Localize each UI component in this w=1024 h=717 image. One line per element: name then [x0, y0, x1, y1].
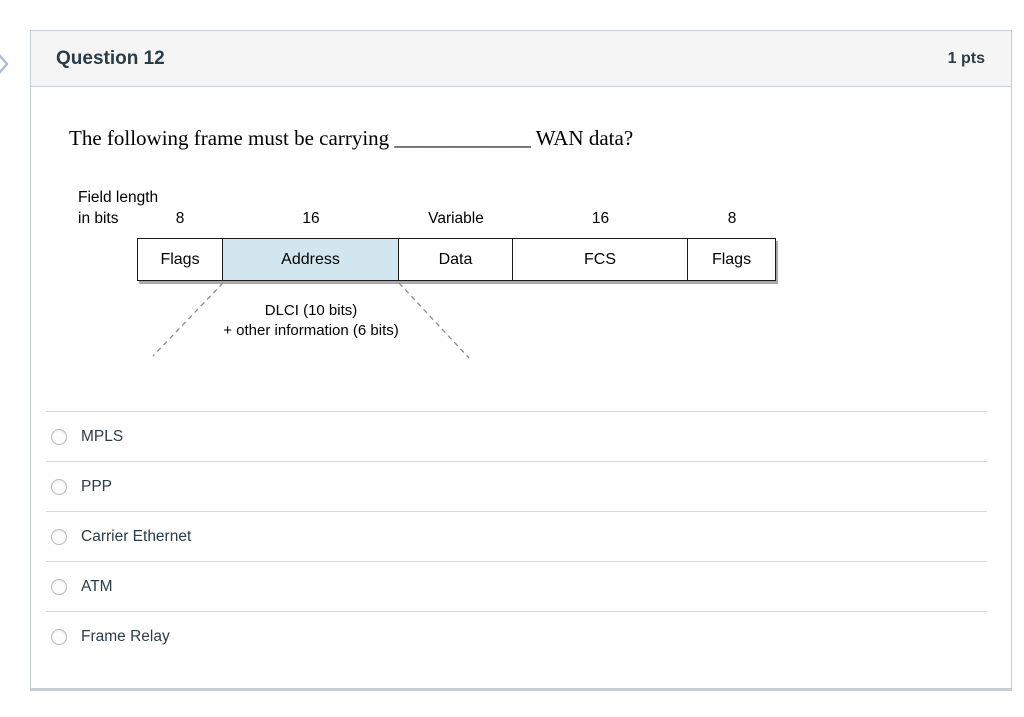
answer-option-mpls[interactable]: MPLS — [46, 411, 987, 461]
question-points: 1 pts — [947, 49, 985, 67]
field-length-address: 16 — [302, 210, 320, 227]
answer-label[interactable]: Frame Relay — [81, 627, 170, 645]
field-length-label-line1: Field length — [78, 189, 159, 206]
answer-option-frame-relay[interactable]: Frame Relay — [46, 611, 987, 661]
dlci-annotation: DLCI (10 bits) + other information (6 bi… — [161, 301, 461, 341]
dlci-annotation-line2: + other information (6 bits) — [223, 322, 399, 339]
frame-field-fcs: FCS — [513, 239, 688, 280]
question-title: Question 12 — [56, 47, 165, 69]
radio-button[interactable] — [51, 528, 67, 545]
chevron-right-icon — [0, 53, 9, 75]
radio-button[interactable] — [51, 428, 67, 445]
field-length-label-line2: in bits — [78, 210, 119, 227]
answer-option-carrier-ethernet[interactable]: Carrier Ethernet — [46, 511, 987, 561]
field-length-flags-2: 8 — [727, 210, 737, 227]
radio-button[interactable] — [51, 628, 67, 645]
field-length-label: Field length in bits — [78, 187, 158, 229]
question-prompt: The following frame must be carrying ___… — [69, 126, 634, 150]
frame-fields-row: Flags Address Data FCS Flags — [137, 238, 776, 281]
dlci-annotation-line1: DLCI (10 bits) — [264, 302, 358, 319]
answer-option-ppp[interactable]: PPP — [46, 461, 987, 511]
frame-field-flags-1: Flags — [138, 239, 223, 280]
frame-field-data: Data — [399, 239, 513, 280]
answer-label[interactable]: ATM — [81, 577, 113, 595]
field-length-flags-1: 8 — [175, 210, 185, 227]
answer-option-atm[interactable]: ATM — [46, 561, 987, 611]
answer-label[interactable]: Carrier Ethernet — [81, 527, 192, 545]
answer-label[interactable]: PPP — [81, 477, 113, 495]
frame-field-address: Address — [223, 239, 399, 280]
radio-button[interactable] — [51, 478, 67, 495]
field-length-data: Variable — [428, 210, 484, 227]
field-length-fcs: 16 — [591, 210, 610, 227]
frame-diagram: Field length in bits 8 16 Variable 16 8 … — [31, 181, 831, 416]
answer-label[interactable]: MPLS — [81, 427, 124, 445]
answer-options: MPLS PPP Carrier Ethernet ATM Frame Rela… — [46, 411, 987, 661]
question-header: Question 12 1 pts — [31, 31, 1011, 87]
question-card: Question 12 1 pts The following frame mu… — [30, 30, 1012, 691]
radio-button[interactable] — [51, 578, 67, 595]
frame-field-flags-2: Flags — [688, 239, 775, 280]
callout-dashed-lines — [152, 282, 470, 359]
